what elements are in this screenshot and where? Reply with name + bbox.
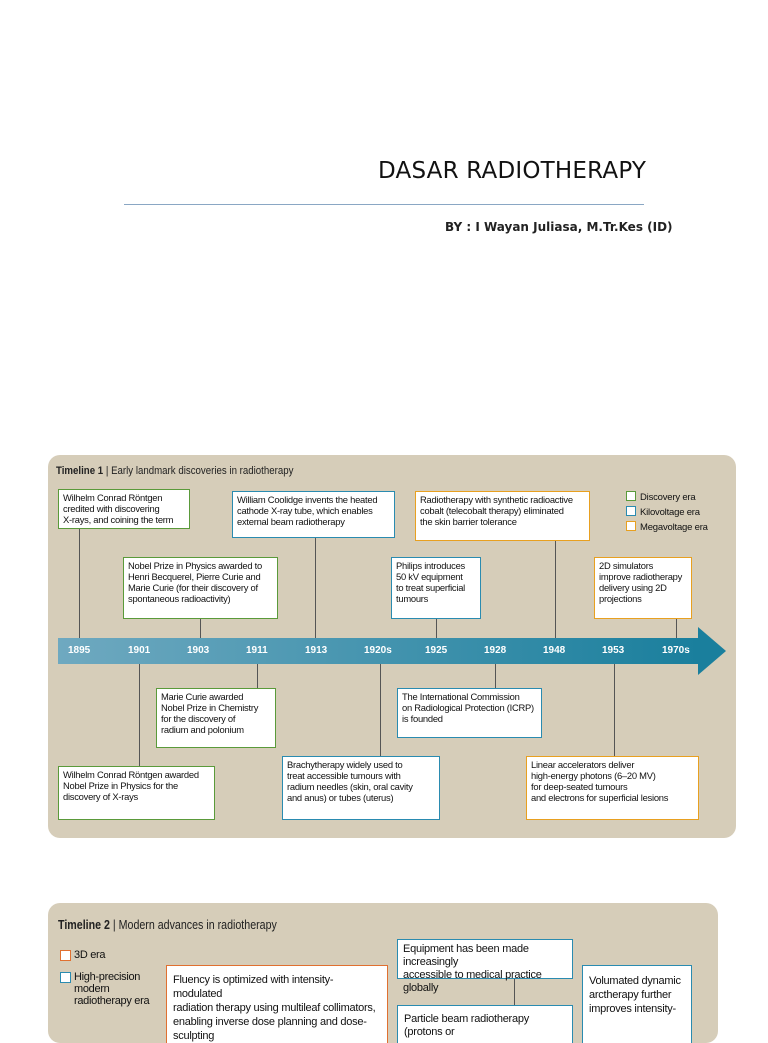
event-box-1953: Linear accelerators deliver high-energy … bbox=[526, 756, 699, 820]
arrow-right-icon bbox=[698, 627, 726, 675]
legend-high-precision-era: High-precision modern radiotherapy era bbox=[60, 971, 150, 1007]
event-box-1920s: Brachytherapy widely used to treat acces… bbox=[282, 756, 440, 820]
connector-line bbox=[676, 619, 677, 638]
timeline-1-figure: Timeline 1 | Early landmark discoveries … bbox=[48, 455, 736, 838]
event-box-imrt: Fluency is optimized with intensity-modu… bbox=[166, 965, 388, 1043]
legend-discovery-era: Discovery era bbox=[626, 491, 696, 503]
year-label: 1970s bbox=[662, 645, 690, 656]
connector-line bbox=[79, 527, 80, 638]
event-box-1901: Wilhelm Conrad Röntgen awarded Nobel Pri… bbox=[58, 766, 215, 820]
connector-line bbox=[514, 979, 515, 1005]
event-box-1925: Philips introduces 50 kV equipment to tr… bbox=[391, 557, 481, 619]
timeline-2-subtitle: | Modern advances in radiotherapy bbox=[109, 917, 277, 932]
title-divider bbox=[124, 204, 644, 205]
year-label: 1913 bbox=[305, 645, 328, 656]
event-box-1948: Radiotherapy with synthetic radioactive … bbox=[415, 491, 590, 541]
year-label: 1925 bbox=[425, 645, 448, 656]
legend-label: Megavoltage era bbox=[640, 522, 708, 533]
legend-megavoltage-era: Megavoltage era bbox=[626, 521, 708, 533]
blue-square-icon bbox=[60, 972, 71, 983]
timeline-1-label: Timeline 1 bbox=[56, 465, 104, 477]
year-label: 1928 bbox=[484, 645, 507, 656]
legend-kilovoltage-era: Kilovoltage era bbox=[626, 506, 700, 518]
orange-square-icon bbox=[626, 521, 636, 531]
event-box-1895: Wilhelm Conrad Röntgen credited with dis… bbox=[58, 489, 190, 529]
year-label: 1895 bbox=[68, 645, 91, 656]
legend-label: High-precision modern radiotherapy era bbox=[74, 971, 150, 1007]
timeline-2-label: Timeline 2 bbox=[58, 917, 110, 932]
connector-line bbox=[139, 664, 140, 766]
timeline-1-heading: Timeline 1 | Early landmark discoveries … bbox=[56, 465, 293, 477]
orange-square-icon bbox=[60, 950, 71, 961]
legend-label: Kilovoltage era bbox=[640, 507, 700, 518]
event-box-equipment-access: Equipment has been made increasingly acc… bbox=[397, 939, 573, 994]
legend-3d-era: 3D era bbox=[60, 949, 106, 961]
year-label: 1901 bbox=[128, 645, 151, 656]
document-author: BY : I Wayan Juliasa, M.Tr.Kes (ID) bbox=[445, 220, 673, 234]
timeline-2-heading: Timeline 2 | Modern advances in radiothe… bbox=[58, 917, 277, 932]
connector-line bbox=[614, 664, 615, 756]
event-box-1903: Nobel Prize in Physics awarded to Henri … bbox=[123, 557, 278, 619]
connector-line bbox=[257, 664, 258, 688]
timeline-2-figure: Timeline 2 | Modern advances in radiothe… bbox=[48, 903, 718, 1043]
year-label: 1920s bbox=[364, 645, 392, 656]
connector-line bbox=[436, 619, 437, 638]
year-label: 1903 bbox=[187, 645, 210, 656]
event-box-vmat: Volumated dynamic arctherapy further imp… bbox=[582, 965, 692, 1043]
legend-label: 3D era bbox=[74, 949, 106, 961]
event-box-particle-beam: Particle beam radiotherapy (protons or bbox=[397, 1005, 573, 1043]
connector-line bbox=[495, 664, 496, 688]
green-square-icon bbox=[626, 491, 636, 501]
legend-label: Discovery era bbox=[640, 492, 696, 503]
event-box-1913: William Coolidge invents the heated cath… bbox=[232, 491, 395, 538]
event-box-1928: The International Commission on Radiolog… bbox=[397, 688, 542, 738]
connector-line bbox=[555, 540, 556, 638]
year-label: 1953 bbox=[602, 645, 625, 656]
year-label: 1948 bbox=[543, 645, 566, 656]
document-title: DASAR RADIOTHERAPY bbox=[378, 158, 647, 184]
event-box-1911: Marie Curie awarded Nobel Prize in Chemi… bbox=[156, 688, 276, 748]
timeline-1-subtitle: | Early landmark discoveries in radiothe… bbox=[103, 465, 294, 477]
blue-square-icon bbox=[626, 506, 636, 516]
connector-line bbox=[315, 537, 316, 638]
event-box-1970s: 2D simulators improve radiotherapy deliv… bbox=[594, 557, 692, 619]
year-label: 1911 bbox=[246, 645, 268, 656]
timeline-bar bbox=[58, 638, 698, 664]
connector-line bbox=[200, 619, 201, 638]
connector-line bbox=[380, 664, 381, 756]
